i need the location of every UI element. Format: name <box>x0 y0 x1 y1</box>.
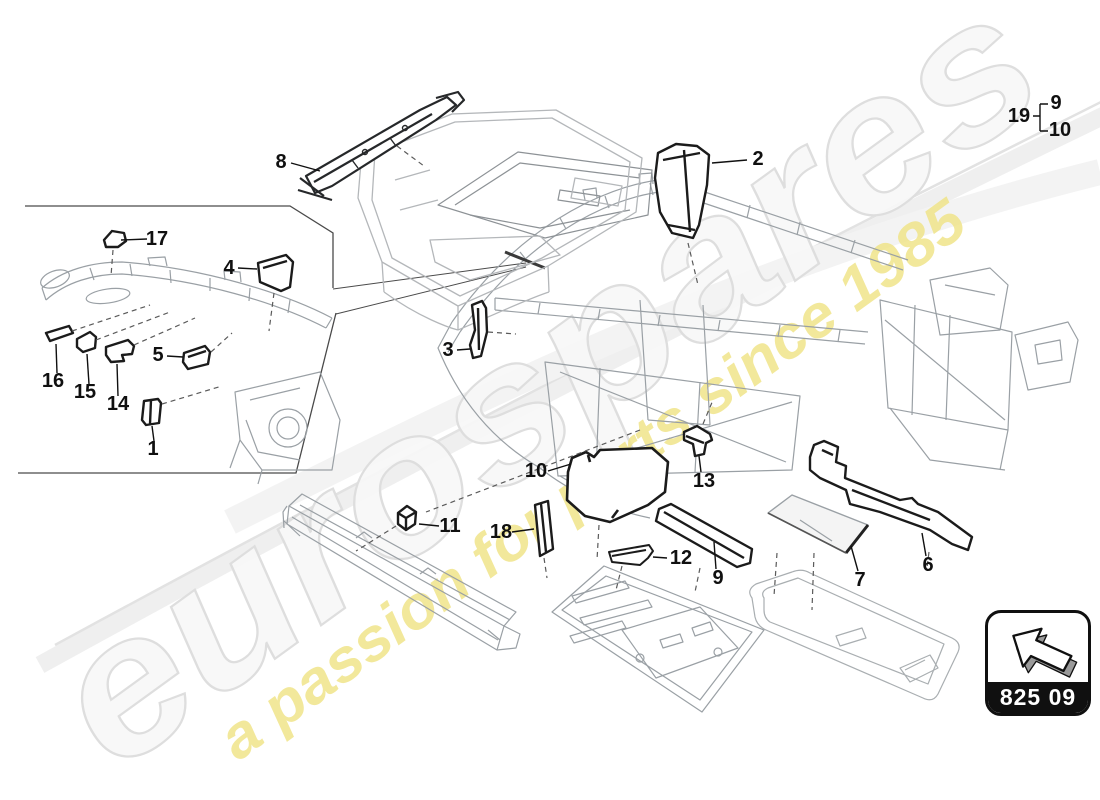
part-shape-9 <box>654 502 754 569</box>
callout-7[interactable]: 7 <box>854 569 866 591</box>
part-shape-18 <box>533 499 555 558</box>
callout-8[interactable]: 8 <box>275 151 287 173</box>
callout-10[interactable]: 10 <box>524 460 548 482</box>
rear-tray-art <box>749 569 960 701</box>
part-code-box[interactable]: 825 09 <box>985 610 1091 716</box>
floor-panel-art <box>551 565 765 713</box>
inset-pillar-trim-art <box>40 256 341 485</box>
callout-leader-lines <box>55 103 1048 572</box>
part-shape-2 <box>653 142 711 240</box>
callout-1[interactable]: 1 <box>147 438 159 460</box>
part-shape-15 <box>75 330 98 354</box>
callout-4[interactable]: 4 <box>223 257 235 279</box>
callout-15[interactable]: 15 <box>73 381 97 403</box>
part-shape-17 <box>102 229 128 249</box>
part-shape-10 <box>565 446 670 524</box>
part-shape-6 <box>808 439 974 552</box>
part-shape-16 <box>44 324 75 343</box>
callout-13[interactable]: 13 <box>692 470 716 492</box>
callout-14[interactable]: 14 <box>106 393 130 415</box>
callout-3[interactable]: 3 <box>442 339 454 361</box>
part-shape-12 <box>608 544 654 566</box>
callout-16[interactable]: 16 <box>41 370 65 392</box>
storage-bin-art <box>357 109 643 331</box>
callout-5[interactable]: 5 <box>152 344 164 366</box>
part-shape-13 <box>682 424 714 458</box>
part-shape-8 <box>297 90 466 202</box>
part-shape-7 <box>767 494 870 554</box>
part-code-label: 825 09 <box>988 682 1088 713</box>
part-shape-14 <box>104 338 136 364</box>
chassis-line-art <box>437 172 1079 519</box>
callout-9[interactable]: 9 <box>712 567 724 589</box>
part-shape-5 <box>181 344 212 371</box>
part-shape-4 <box>256 253 295 293</box>
callout-19-sub-9[interactable]: 9 <box>1050 92 1062 114</box>
direction-arrow-icon <box>988 613 1088 682</box>
callout-17[interactable]: 17 <box>145 228 169 250</box>
part-shape-3 <box>468 299 489 360</box>
sill-rail-art <box>282 493 521 651</box>
swoosh-graphic <box>35 101 1100 673</box>
part-shape-11 <box>396 504 418 532</box>
callout-19-sub-10[interactable]: 10 <box>1048 119 1072 141</box>
callout-19[interactable]: 19 <box>1007 105 1031 127</box>
callout-2[interactable]: 2 <box>752 148 764 170</box>
part-shape-1 <box>140 397 163 427</box>
dashboard-art <box>437 151 653 239</box>
callout-6[interactable]: 6 <box>922 554 934 576</box>
dashed-locator-lines <box>71 145 930 611</box>
callout-11[interactable]: 11 <box>439 515 461 537</box>
callout-18[interactable]: 18 <box>489 521 513 543</box>
callout-12[interactable]: 12 <box>669 547 693 569</box>
